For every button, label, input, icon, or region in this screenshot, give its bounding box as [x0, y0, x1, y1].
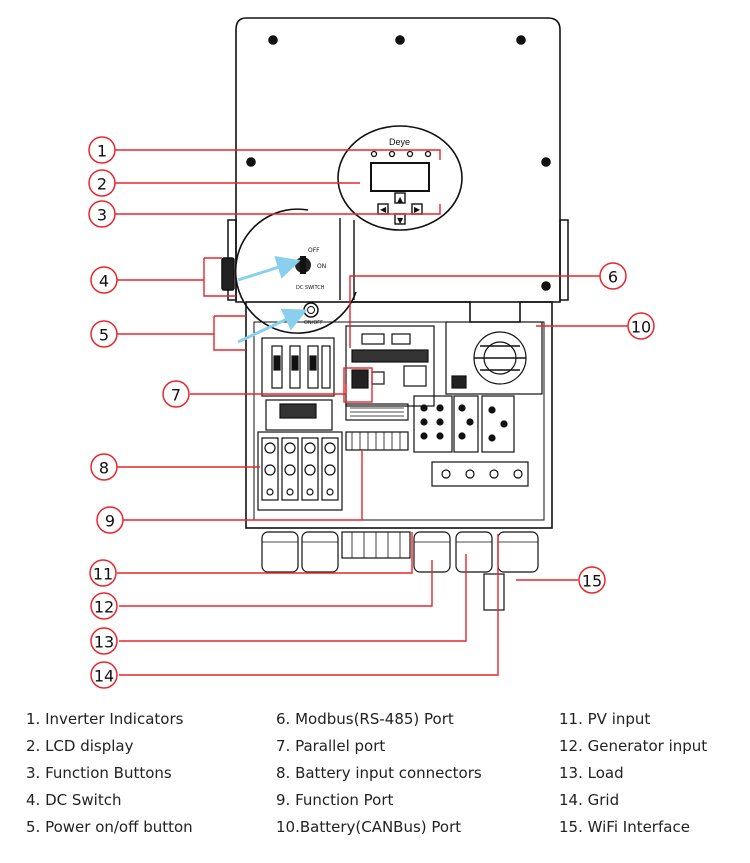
- communication-board: [345, 325, 435, 451]
- dc-breaker-block: [261, 337, 335, 397]
- display-panel: Deye ▲ ◀ ▶ ▼: [337, 125, 463, 231]
- legend-item-11: 11. PV input: [559, 710, 651, 728]
- lcd-display: [370, 162, 430, 192]
- callout-7: 7: [171, 386, 181, 405]
- svg-text:OFF: OFF: [308, 247, 320, 254]
- legend-column-3: 11. PV input 12. Generator input 13. Loa…: [559, 706, 707, 841]
- legend-item-5: 5. Power on/off button: [26, 818, 193, 836]
- zoom-arrows: [237, 255, 308, 344]
- legend-item-9: 9. Function Port: [276, 791, 394, 809]
- callout-12: 12: [94, 598, 114, 617]
- legend-column-2: 6. Modbus(RS-485) Port 7. Parallel port …: [276, 706, 482, 841]
- cable-glands: [261, 531, 539, 611]
- ac-terminal-blocks: [413, 395, 529, 487]
- legend-item-8: 8. Battery input connectors: [276, 764, 482, 782]
- callout-13: 13: [94, 633, 114, 652]
- svg-text:DC SWITCH: DC SWITCH: [296, 285, 325, 291]
- legend-item-2: 2. LCD display: [26, 737, 134, 755]
- callout-10: 10: [631, 318, 651, 337]
- callout-6: 6: [608, 268, 618, 287]
- battery-connectors: [257, 399, 343, 511]
- legend-item-7: 7. Parallel port: [276, 737, 386, 755]
- svg-text:◀: ◀: [380, 205, 387, 214]
- callout-2: 2: [97, 175, 107, 194]
- callout-5: 5: [99, 326, 109, 345]
- legend-item-3: 3. Function Buttons: [26, 764, 172, 782]
- legend-item-12: 12. Generator input: [559, 737, 708, 755]
- indicator-leds: [370, 150, 432, 158]
- legend-item-15: 15. WiFi Interface: [559, 818, 690, 836]
- legend-item-6: 6. Modbus(RS-485) Port: [276, 710, 454, 728]
- svg-text:ON: ON: [317, 263, 326, 270]
- callout-8: 8: [99, 459, 109, 478]
- brand-logo: Deye: [389, 137, 410, 147]
- legend-item-13: 13. Load: [559, 764, 624, 782]
- legend-item-1: 1. Inverter Indicators: [26, 710, 184, 728]
- svg-text:▲: ▲: [397, 195, 404, 204]
- svg-text:▶: ▶: [414, 205, 421, 214]
- svg-text:▼: ▼: [397, 216, 404, 225]
- callout-markers: [88, 136, 655, 689]
- battery-can-module: [445, 321, 543, 395]
- wiring-compartment: [245, 301, 553, 529]
- legend: 1. Inverter Indicators 2. LCD display 3.…: [0, 706, 750, 856]
- legend-item-14: 14. Grid: [559, 791, 620, 809]
- callout-15: 15: [582, 572, 602, 591]
- callout-14: 14: [94, 667, 114, 686]
- side-tabs: [221, 219, 569, 301]
- legend-item-10: 10.Battery(CANBus) Port: [276, 818, 462, 836]
- svg-text:ON/OFF: ON/OFF: [304, 320, 323, 326]
- callout-1: 1: [97, 142, 107, 161]
- callout-numbers: 1 2 3 4 5 6 7 8 9 10 11 12 13 14 15: [93, 142, 651, 686]
- callout-9: 9: [105, 512, 115, 531]
- legend-column-1: 1. Inverter Indicators 2. LCD display 3.…: [26, 706, 193, 841]
- callout-leaders: [115, 149, 628, 676]
- wifi-interface-stub: [483, 573, 505, 611]
- callout-11: 11: [93, 565, 113, 584]
- dc-switch-lever: [221, 257, 235, 291]
- inverter-diagram: Deye ▲ ◀ ▶ ▼ OFF ON DC SWITCH ON/: [88, 17, 655, 689]
- function-buttons: ▲ ◀ ▶ ▼: [377, 192, 423, 225]
- callout-4: 4: [99, 272, 109, 291]
- callout-3: 3: [97, 206, 107, 225]
- legend-item-4: 4. DC Switch: [26, 791, 122, 809]
